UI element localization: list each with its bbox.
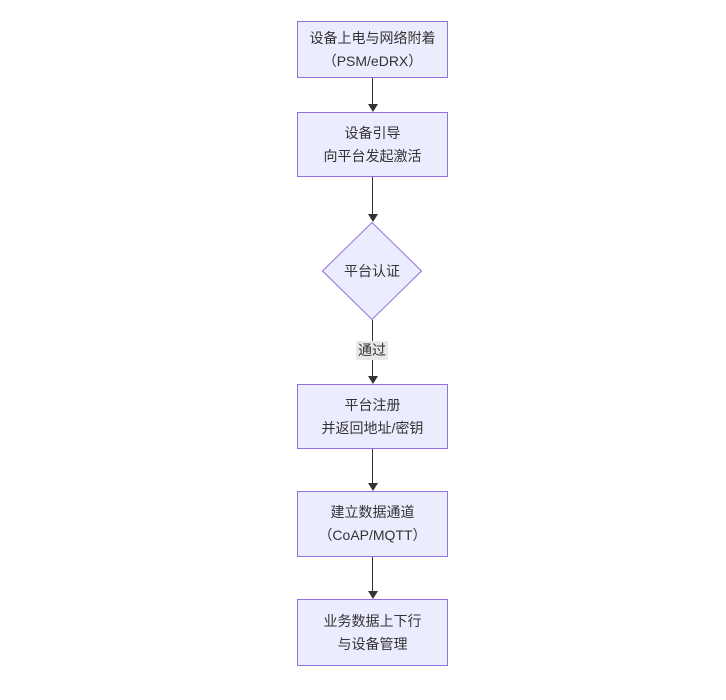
node-label-line: （PSM/eDRX） [322,52,423,69]
node-label-line: 业务数据上下行 [323,612,422,629]
node-power-attach: 设备上电与网络附着 （PSM/eDRX） [297,21,448,78]
node-label-line: 设备引导 [344,124,401,141]
node-data-channel: 建立数据通道 （CoAP/MQTT） [297,491,448,557]
diamond-shape [322,222,422,320]
arrowhead-down-icon [367,104,378,112]
edge-register-to-channel [367,449,378,491]
node-label-line: 建立数据通道 [330,504,415,520]
node-label-line: 并返回地址/密钥 [321,419,424,436]
node-bootstrap-activate: 设备引导 向平台发起激活 [297,112,448,177]
node-label-line: 与设备管理 [337,635,408,652]
edge-bootstrap-to-auth [367,177,378,222]
node-business-data: 业务数据上下行 与设备管理 [297,599,448,666]
node-label-line: 平台注册 [344,396,401,413]
arrowhead-down-icon [367,483,378,491]
node-label-line: （CoAP/MQTT） [318,527,427,543]
node-label-line: 向平台发起激活 [323,147,422,164]
edge-power-to-bootstrap [367,78,378,112]
edge-channel-to-business [367,557,378,599]
edge-line [372,557,373,591]
arrowhead-down-icon [367,591,378,599]
node-platform-register: 平台注册 并返回地址/密钥 [297,384,448,449]
node-label-line: 设备上电与网络附着 [309,29,436,46]
edge-line [372,449,373,483]
arrowhead-down-icon [367,376,378,384]
edge-line [372,78,373,104]
edge-label-pass: 通过 [356,341,388,360]
arrowhead-down-icon [367,214,378,222]
edge-line [372,177,373,214]
decision-label: 平台认证 [344,263,400,279]
decision-platform-auth: 平台认证 [322,222,422,320]
